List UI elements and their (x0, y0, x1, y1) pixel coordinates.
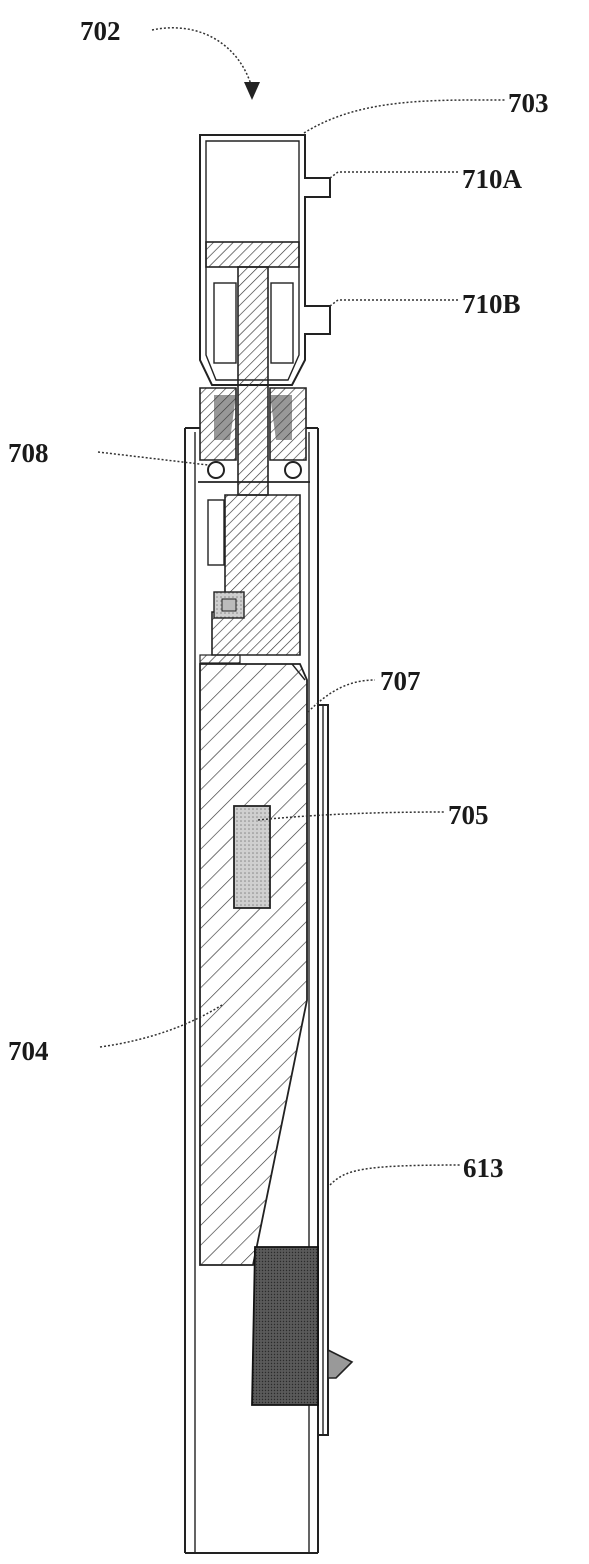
inner-linkage (199, 494, 301, 664)
label-707: 707 (380, 666, 421, 696)
label-708: 708 (8, 438, 49, 468)
leader-lines (97, 27, 506, 1186)
label-704: 704 (8, 1036, 49, 1066)
plunger (205, 241, 300, 496)
label-705: 705 (448, 800, 489, 830)
label-710a: 710A (462, 164, 523, 194)
label-702: 702 (80, 16, 121, 46)
label-613: 613 (463, 1153, 504, 1183)
side-rail-613 (318, 704, 329, 1436)
label-710b: 710B (462, 289, 521, 319)
label-703: 703 (508, 88, 549, 118)
body-704 (199, 663, 308, 1266)
cartridge-block (251, 1246, 354, 1406)
reference-labels: 702 703 710A 710B 708 707 705 704 613 (8, 16, 549, 1183)
bearing-collar-708 (198, 387, 310, 483)
sensor-705 (233, 805, 271, 909)
